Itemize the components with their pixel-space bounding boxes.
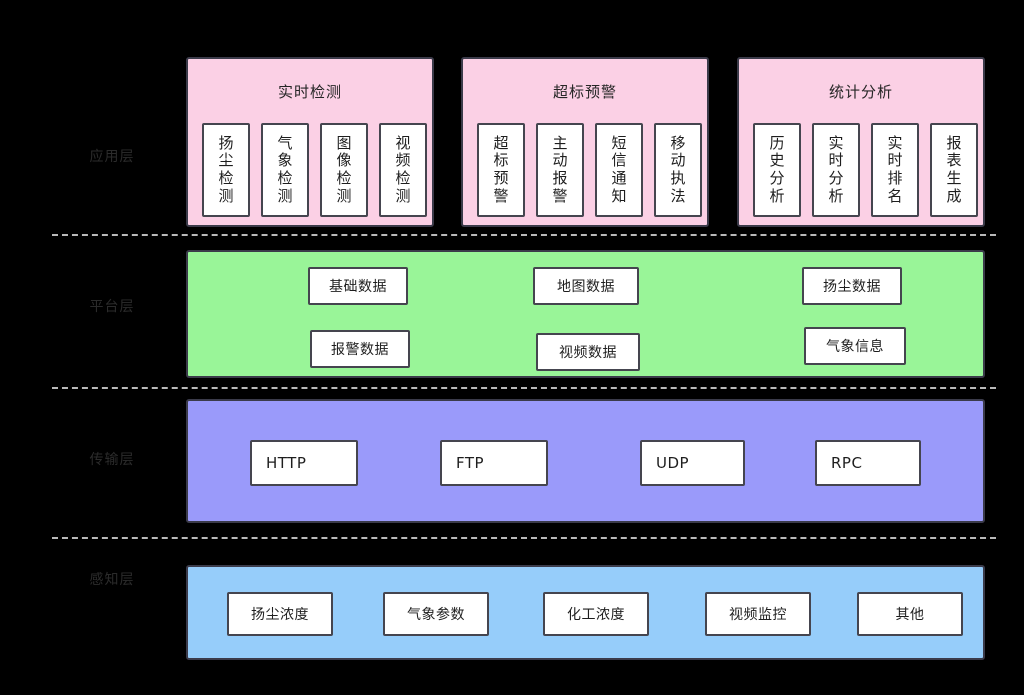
platform-layer-band: 基础数据 地图数据 扬尘数据 报警数据 视频数据 气象信息: [186, 250, 985, 378]
group-title-realtime-detection: 实时检测: [277, 83, 342, 101]
app-card-qixiang-jiance[interactable]: 气象检测: [261, 123, 309, 217]
platform-card-baojing-shuju[interactable]: 报警数据: [310, 330, 410, 368]
app-card-shishi-paiming[interactable]: 实时排名: [871, 123, 919, 217]
perception-card-huagong-nongdu[interactable]: 化工浓度: [543, 592, 649, 636]
transport-card-udp[interactable]: UDP: [640, 440, 745, 486]
app-card-baobiao-shengcheng[interactable]: 报表生成: [930, 123, 978, 217]
platform-card-yangchen-shuju[interactable]: 扬尘数据: [802, 267, 902, 305]
application-group-statistics: 统计分析 历史分析 实时分析 实时排名 报表生成: [737, 57, 985, 227]
transport-layer-band: HTTP FTP UDP RPC: [186, 399, 985, 523]
platform-card-shipin-shuju[interactable]: 视频数据: [536, 333, 640, 371]
app-card-chaobiao-yujing[interactable]: 超标预警: [477, 123, 525, 217]
separator-platform-transport: [52, 387, 996, 389]
separator-transport-perception: [52, 537, 996, 539]
perception-card-qita[interactable]: 其他: [857, 592, 963, 636]
app-card-duanxin-tongzhi[interactable]: 短信通知: [595, 123, 643, 217]
layer-label-transport: 传输层: [89, 452, 135, 468]
layer-label-perception: 感知层: [89, 572, 135, 588]
app-card-yidong-zhifa[interactable]: 移动执法: [654, 123, 702, 217]
app-card-tuxiang-jiance[interactable]: 图像检测: [320, 123, 368, 217]
app-card-shipin-jiance[interactable]: 视频检测: [379, 123, 427, 217]
layer-label-application: 应用层: [89, 149, 135, 165]
perception-card-yangchen-nongdu[interactable]: 扬尘浓度: [227, 592, 333, 636]
group-title-exceed-alert: 超标预警: [552, 83, 617, 101]
application-group-exceed-alert: 超标预警 超标预警 主动报警 短信通知 移动执法: [461, 57, 709, 227]
perception-card-qixiang-canshu[interactable]: 气象参数: [383, 592, 489, 636]
app-card-shishi-fenxi[interactable]: 实时分析: [812, 123, 860, 217]
perception-card-shipin-jiankong[interactable]: 视频监控: [705, 592, 811, 636]
platform-card-qixiang-xinxi[interactable]: 气象信息: [804, 327, 906, 365]
platform-card-ditu-shuju[interactable]: 地图数据: [533, 267, 639, 305]
separator-application-platform: [52, 234, 996, 236]
group-title-statistics: 统计分析: [828, 83, 893, 101]
transport-card-rpc[interactable]: RPC: [815, 440, 921, 486]
perception-layer-band: 扬尘浓度 气象参数 化工浓度 视频监控 其他: [186, 565, 985, 660]
application-group-realtime-detection: 实时检测 扬尘检测 气象检测 图像检测 视频检测: [186, 57, 434, 227]
app-card-lishi-fenxi[interactable]: 历史分析: [753, 123, 801, 217]
layer-label-platform: 平台层: [89, 299, 135, 315]
transport-card-ftp[interactable]: FTP: [440, 440, 548, 486]
app-card-yangchen-jiance[interactable]: 扬尘检测: [202, 123, 250, 217]
transport-card-http[interactable]: HTTP: [250, 440, 358, 486]
platform-card-jichu-shuju[interactable]: 基础数据: [308, 267, 408, 305]
app-card-zhudong-baojing[interactable]: 主动报警: [536, 123, 584, 217]
